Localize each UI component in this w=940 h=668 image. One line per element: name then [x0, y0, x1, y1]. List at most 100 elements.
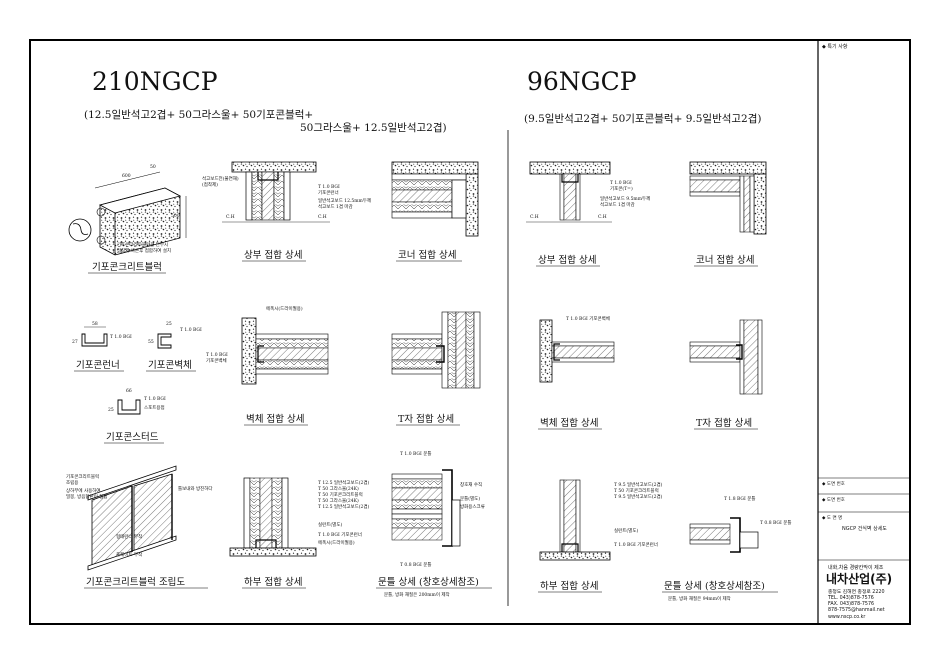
- block-drawing: 600 50 500 기포콘크리트블럭을 단부시 접착제 바른후 접합하여 설치: [68, 164, 187, 256]
- company-fax: FAX. 043)878-7576: [828, 601, 874, 607]
- caption-wall-piece: 기포콘벽체: [148, 360, 192, 371]
- assembly-note-1: 기포콘크리트블럭: [66, 473, 99, 480]
- right-top-joint-drawing: T 1.0 BGI 기포콘(T=) 일반석고보드 9.5mm두께 석고보드 1겹…: [526, 161, 650, 223]
- wall-piece-dim-spec: T 1.0 BGI: [180, 327, 202, 333]
- left-top-note-6: 석고보드 1겹 마감: [318, 203, 353, 210]
- caption-block: 기포콘크리트블럭: [92, 261, 162, 273]
- left-door-note-1: T 1.0 BGI 문틀: [400, 451, 432, 457]
- assembly-note-2: 조립용: [66, 479, 78, 486]
- right-top-note-4: 석고보드 1겹 마감: [600, 201, 635, 208]
- left-bottom-note-6: 실런트(별도): [318, 521, 342, 528]
- left-bottom-note-8: 에폭시(드라이월용): [318, 539, 355, 546]
- left-top-note-5: 일반석고보드 12.5mm두께: [318, 197, 371, 204]
- block-note-1: 기포콘크리트블럭을 단부시: [117, 241, 168, 248]
- left-top-ch-1: C.H: [226, 214, 235, 220]
- sheet-border: [29, 39, 911, 625]
- left-door-note-5: T 0.8 BGI 문틀: [400, 562, 432, 568]
- company-name: 내차산업(주): [826, 571, 892, 586]
- caption-right-bottom: 하부 접합 상세: [540, 580, 598, 592]
- left-wall-note-3: 기포콘벽체: [206, 357, 227, 364]
- left-bottom-note-3: T 50 기포콘크리트블럭: [318, 491, 363, 498]
- wall-piece-drawing: 25 55 T 1.0 BGI: [148, 321, 202, 349]
- left-subtitle-line2: 50그라스울+ 12.5일반석고2겹): [300, 121, 447, 134]
- company-address: 충청도 김해면 충정로 2220: [828, 588, 885, 595]
- assembly-note-3: 상하부에 사용하여: [66, 487, 101, 494]
- left-bottom-joint-drawing: T 12.5 일반석고보드(2겹) T 50 그라스울(24K) T 50 기포…: [229, 477, 369, 557]
- wall-piece-dim-height: 55: [148, 339, 154, 345]
- left-top-ch-2: C.H: [318, 214, 327, 220]
- caption-left-wall: 벽체 접합 상세: [246, 413, 304, 425]
- caption-left-bottom: 하부 접합 상세: [244, 576, 302, 588]
- left-door-note-4: 방화용스크류: [460, 503, 485, 510]
- right-door-note-2: T 0.8 BGI 문틀: [760, 520, 792, 526]
- caption-right-top: 상부 접합 상세: [538, 254, 596, 266]
- left-bottom-note-1: T 12.5 일반석고보드(2겹): [318, 479, 369, 486]
- right-bottom-note-2: T 50 기포콘크리트블럭: [614, 487, 659, 494]
- right-top-ch-2: C.H: [598, 214, 607, 220]
- left-title: 210NGCP: [92, 67, 218, 96]
- left-bottom-note-7: T 1.0 BGI 기포콘런너: [318, 531, 362, 538]
- left-bottom-note-5: T 12.5 일반석고보드(2겹): [318, 503, 369, 510]
- left-top-note-3: T 1.0 BGI: [318, 184, 340, 190]
- right-bottom-note-4: 실런트(별도): [614, 527, 638, 534]
- runner-dim-spec: T 1.0 BGI: [110, 334, 132, 340]
- block-dim-thickness: 50: [150, 164, 156, 170]
- company-tagline: 내화,차음 경량칸막이 제조: [828, 564, 884, 571]
- wall-piece-dim-width: 25: [166, 321, 172, 327]
- caption-runner: 기포콘런너: [76, 360, 120, 371]
- left-bottom-note-2: T 50 그라스울(24K): [318, 485, 359, 492]
- stud-dim-spec: T 1.0 BGI: [144, 396, 166, 402]
- drawing-name-label: ◆ 도 면 명: [822, 514, 842, 521]
- caption-right-corner: 코너 접합 상세: [696, 254, 754, 266]
- left-t-joint-drawing: [391, 311, 481, 389]
- runner-dim-height: 27: [72, 339, 78, 345]
- right-top-note-3: 일반석고보드 9.5mm두께: [600, 195, 650, 202]
- right-top-ch-1: C.H: [530, 214, 539, 220]
- right-top-note-2: 기포콘(T=): [610, 185, 633, 192]
- block-dim-height: 500: [171, 213, 180, 219]
- left-wall-note-1: 에폭시(드라이월용): [266, 305, 303, 312]
- right-bottom-note-5: T 1.0 BGI 기포콘런너: [614, 541, 658, 548]
- left-top-note-2: (접착제): [202, 181, 218, 188]
- right-door-note-1: T 1.8 BGI 문틀: [724, 496, 756, 502]
- left-top-joint-drawing: 석고보드전(불연재) (접착제) T 1.0 BGI 기포콘런너 일반석고보드 …: [202, 161, 371, 223]
- right-subtitle: (9.5일반석고2겹+ 50기포콘블럭+ 9.5일반석고2겹): [524, 112, 761, 125]
- runner-dim-width: 58: [92, 321, 98, 327]
- drawing-name: NGCP 건식벽 상세도: [842, 525, 887, 532]
- right-corner-joint-drawing: [689, 161, 767, 235]
- stud-drawing: 66 T 1.0 BGI 25 스포트용접: [108, 388, 166, 415]
- left-door-drawing: T 1.0 BGI 문틀 창호재 수직 문틀(별도) 방화용스크류 T 0.8 …: [391, 451, 485, 568]
- special-notes-label: ◆ 특기 사항: [822, 43, 848, 50]
- caption-assembly: 기포콘크리트블럭 조립도: [86, 576, 185, 588]
- left-wall-note-2: T 1.0 BGI: [206, 352, 228, 358]
- left-door-note: 문틀, 방화 재질은 200mm이 제작: [384, 591, 450, 598]
- stud-dim-width: 66: [126, 388, 132, 394]
- right-door-note: 문틀, 방화 재질은 94mm이 제작: [668, 595, 731, 602]
- block-note-2: 접착제 바른후 접합하여 설치: [117, 247, 171, 254]
- right-wall-note-1: T 1.0 BGI 기포콘벽체: [566, 315, 610, 322]
- caption-stud: 기포콘스터드: [106, 432, 159, 443]
- assembly-note-5: 틀보내와 방진하다: [178, 485, 213, 492]
- left-top-note-1: 석고보드전(불연재): [202, 175, 239, 182]
- runner-drawing: 58 27 T 1.0 BGI: [72, 321, 132, 347]
- stud-dim-weld: 스포트용접: [144, 404, 165, 411]
- caption-right-wall: 벽체 접합 상세: [540, 417, 598, 429]
- left-door-note-3: 문틀(별도): [460, 495, 480, 502]
- right-bottom-note-1: T 9.5 일반석고보드(2겹): [614, 481, 663, 488]
- left-wall-joint-drawing: 에폭시(드라이월용) T 1.0 BGI 기포콘벽체: [206, 305, 329, 385]
- assembly-note-6: 형태런너 부착: [116, 533, 142, 540]
- left-corner-joint-drawing: [391, 161, 479, 237]
- caption-right-t: T자 접합 상세: [696, 417, 752, 429]
- right-wall-joint-drawing: T 1.0 BGI 기포콘벽체: [539, 315, 615, 383]
- scale-label: ◆ 도면 번호: [822, 496, 845, 503]
- caption-left-top: 상부 접합 상세: [244, 249, 302, 261]
- left-top-note-4: 기포콘런너: [318, 189, 339, 196]
- assembly-note-4: 밀봉, 방음합판이 접합: [66, 493, 108, 500]
- stud-dim-height: 25: [108, 407, 114, 413]
- right-title: 96NGCP: [527, 67, 637, 96]
- drawing-no-label: ◆ 도면 번호: [822, 480, 845, 487]
- assembly-note-7: 플레이트 부착: [116, 551, 142, 558]
- block-dim-length: 600: [122, 173, 131, 179]
